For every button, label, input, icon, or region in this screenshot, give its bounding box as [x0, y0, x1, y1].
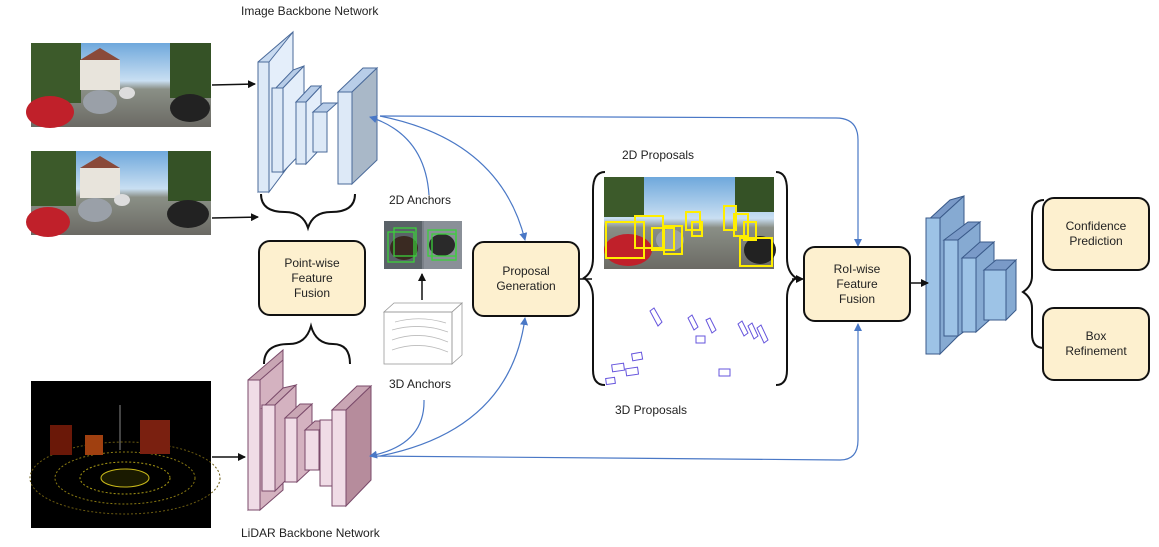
label-3d-anchors: 3D Anchors [389, 377, 452, 391]
camera-image-1 [26, 43, 211, 128]
brace-image-features [260, 193, 356, 232]
lidar-backbone-network [247, 348, 373, 512]
proposal-generation-box: Proposal Generation [472, 241, 580, 317]
label-3d-proposals: 3D Proposals [615, 403, 688, 417]
label-image-backbone: Image Backbone Network [241, 4, 379, 18]
label-2d-proposals: 2D Proposals [622, 148, 695, 162]
lidar-point-cloud-image [29, 381, 221, 528]
label-lidar-backbone: LiDAR Backbone Network [241, 526, 380, 540]
head-network [925, 194, 1018, 356]
proposals-3d-boxes [605, 307, 769, 386]
anchors-2d-image [384, 221, 462, 269]
roiwise-fusion-box: RoI-wise Feature Fusion [803, 246, 911, 322]
brace-proposals-left [582, 171, 606, 386]
confidence-prediction-box: Confidence Prediction [1042, 197, 1150, 271]
blue-flow-arrows [369, 115, 862, 461]
image-backbone-network [257, 30, 379, 194]
camera-image-2 [26, 151, 211, 237]
box-refinement-box: Box Refinement [1042, 307, 1150, 381]
arrow-image2-to-backbone [211, 213, 259, 222]
brace-output-heads [1021, 199, 1045, 349]
pointwise-fusion-box: Point-wise Feature Fusion [258, 240, 366, 316]
anchors-3d-cube [382, 302, 464, 365]
label-2d-anchors: 2D Anchors [389, 193, 452, 207]
brace-lidar-features [263, 322, 351, 365]
proposals-2d-image [604, 177, 776, 269]
arrow-image1-to-backbone [211, 80, 256, 89]
